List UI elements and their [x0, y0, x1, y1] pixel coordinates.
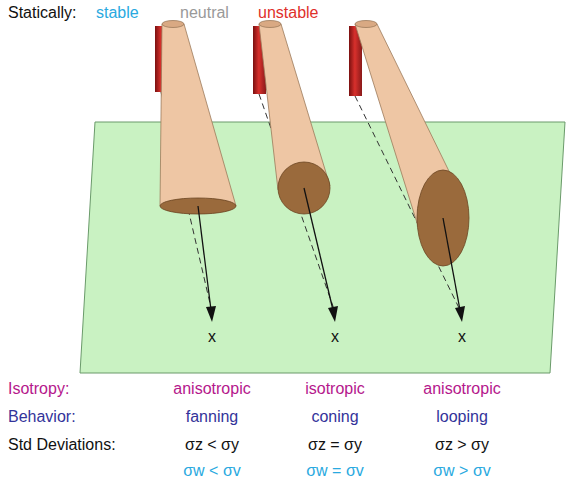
plume-cone	[160, 24, 236, 206]
plume-top	[355, 21, 377, 28]
behavior-value: looping	[436, 408, 488, 426]
stability-label: neutral	[180, 4, 229, 22]
isotropy-value: anisotropic	[423, 380, 500, 398]
row-label: Isotropy:	[8, 380, 69, 398]
plume-top	[259, 21, 281, 28]
centerline-arrow	[304, 188, 333, 310]
axis-label: x	[458, 328, 466, 346]
behavior-value: coning	[311, 408, 358, 426]
std-relation: σw = σv	[306, 462, 364, 480]
std-relation: σw > σv	[433, 462, 491, 480]
centerline-arrow	[198, 206, 211, 310]
behavior-value: fanning	[186, 408, 239, 426]
std-relation: σw < σv	[183, 462, 241, 480]
header-label: Statically:	[8, 4, 76, 22]
arrowhead	[206, 306, 216, 322]
std-relation: σz < σy	[185, 436, 239, 454]
arrowhead	[328, 306, 338, 322]
std-relation: σz > σy	[435, 436, 489, 454]
row-label: Behavior:	[8, 408, 76, 426]
row-label: Std Deviations:	[8, 436, 116, 454]
std-relation: σz = σy	[308, 436, 362, 454]
ground-plane	[80, 122, 565, 373]
arrowhead	[455, 306, 465, 322]
stability-label: stable	[96, 4, 139, 22]
axis-label: x	[208, 328, 216, 346]
isotropy-value: isotropic	[305, 380, 365, 398]
centerline-arrow	[443, 218, 460, 310]
stability-label: unstable	[258, 4, 319, 22]
axis-label: x	[331, 328, 339, 346]
isotropy-value: anisotropic	[173, 380, 250, 398]
plume-top	[162, 21, 184, 28]
